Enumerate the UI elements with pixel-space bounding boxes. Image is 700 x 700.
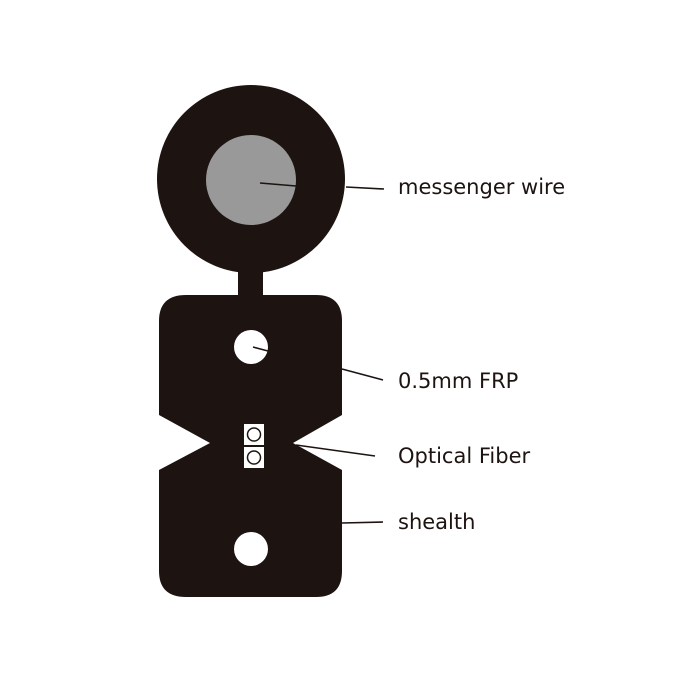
leader-fiber (295, 444, 376, 457)
label-sheath: shealth (398, 510, 476, 534)
leader-frp-inner (252, 346, 269, 352)
leader-messenger-inner (259, 182, 297, 187)
messenger-wire-core (206, 135, 296, 225)
cable-sheath-body (159, 295, 342, 597)
label-frp: 0.5mm FRP (398, 369, 519, 393)
label-optical-fiber: Optical Fiber (398, 444, 531, 468)
label-messenger-wire: messenger wire (398, 175, 566, 199)
frp-bottom (234, 532, 268, 566)
leader-messenger (345, 186, 385, 190)
leader-frp (341, 368, 384, 381)
leader-sheath (341, 521, 384, 524)
frp-top (234, 330, 268, 364)
optical-fibers (244, 424, 264, 468)
